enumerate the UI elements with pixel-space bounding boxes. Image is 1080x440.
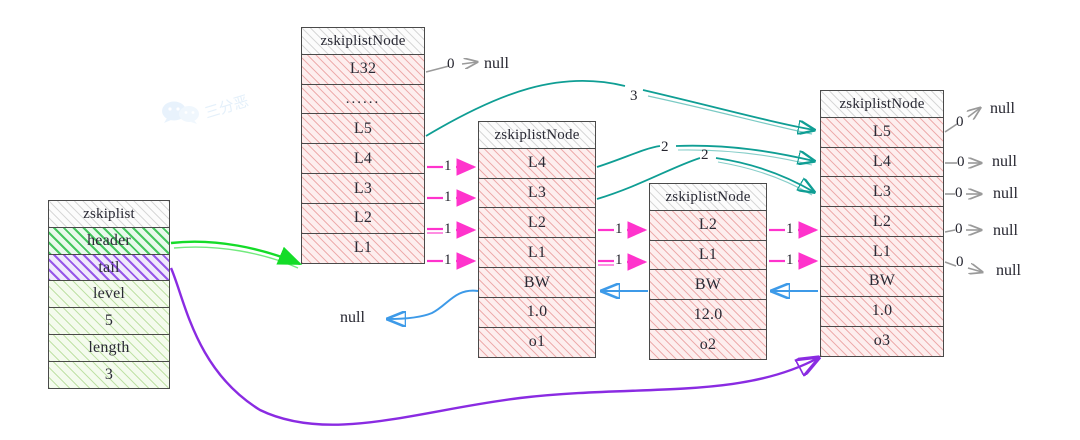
node-header-cell-l4[interactable]: L4: [301, 143, 425, 175]
zskiplist-field-tail[interactable]: tail: [48, 253, 170, 282]
zskiplist-title: zskiplist: [48, 200, 170, 228]
span-label-header-l2-to-o1: 1: [444, 221, 452, 237]
node-o2-cell-l1[interactable]: L1: [649, 239, 767, 271]
span-label-header-l1-to-o1: 1: [444, 252, 452, 268]
span-label-o3-l1-null: 0: [956, 254, 964, 270]
wire-o3-l2-null: [944, 230, 981, 232]
span-label-o3-l5-null: 0: [956, 114, 964, 130]
node-o3-cell-l3[interactable]: L3: [820, 176, 944, 208]
wechat-icon: [162, 101, 199, 124]
node-o3-cell-l4[interactable]: L4: [820, 146, 944, 178]
zskiplist-struct: zskiplist header tail level 5 length 3: [48, 200, 170, 389]
node-o3-cell-obj: o3: [820, 325, 944, 357]
zskiplist-value-length: 3: [48, 360, 170, 389]
node-o2: zskiplistNode L2 L1 BW 12.0 o2: [649, 183, 767, 361]
node-header-cell-ellipsis: ......: [301, 83, 425, 115]
node-o3-title: zskiplistNode: [820, 90, 944, 118]
null-label-o1-backward: null: [340, 309, 365, 326]
node-o1-cell-score: 1.0: [478, 296, 596, 328]
null-label-o3-l4: null: [992, 153, 1017, 170]
zskiplist-field-level: level: [48, 280, 170, 309]
node-o3-cell-score: 1.0: [820, 295, 944, 327]
span-label-o1-l4-to-o3: 2: [661, 139, 669, 155]
null-label-o3-l5: null: [990, 100, 1015, 117]
node-o2-cell-l2[interactable]: L2: [649, 209, 767, 241]
watermark-text: 三分恶: [202, 92, 251, 123]
node-o1-cell-l2[interactable]: L2: [478, 207, 596, 239]
span-label-header-l3-to-o1: 1: [444, 189, 452, 205]
zskiplist-field-header[interactable]: header: [48, 226, 170, 255]
watermark: 三分恶: [160, 93, 264, 132]
wire-zskiplist-header-to-node: [170, 240, 303, 269]
span-label-header-l4-to-o1: 1: [444, 158, 452, 174]
node-o2-cell-score: 12.0: [649, 299, 767, 331]
node-header-cell-l1[interactable]: L1: [301, 232, 425, 264]
node-o1-title: zskiplistNode: [478, 121, 596, 149]
span-label-o1-l2-to-o2: 1: [615, 221, 623, 237]
node-header: zskiplistNode L32 ...... L5 L4 L3 L2 L1: [301, 27, 425, 264]
null-label-o3-l1: null: [996, 262, 1021, 279]
span-label-o2-l2-to-o3: 1: [786, 221, 794, 237]
span-label-o2-l1-to-o3: 1: [786, 252, 794, 268]
zskiplist-value-level: 5: [48, 307, 170, 336]
node-o1-cell-obj: o1: [478, 326, 596, 358]
span-label-o1-l1-to-o2: 1: [615, 252, 623, 268]
wire-o1-bw-null: [388, 289, 479, 319]
span-label-o3-l2-null: 0: [955, 221, 963, 237]
node-header-cell-l3[interactable]: L3: [301, 173, 425, 205]
node-o1-cell-bw[interactable]: BW: [478, 267, 596, 299]
node-o3-cell-l2[interactable]: L2: [820, 206, 944, 238]
span-label-header-l5-to-o3: 3: [630, 88, 638, 104]
node-header-title: zskiplistNode: [301, 27, 425, 55]
node-o3-cell-l1[interactable]: L1: [820, 236, 944, 268]
node-o1-cell-l1[interactable]: L1: [478, 237, 596, 269]
zskiplist-field-length: length: [48, 334, 170, 363]
node-o1-cell-l4[interactable]: L4: [478, 147, 596, 179]
node-o3-cell-l5[interactable]: L5: [820, 116, 944, 148]
node-header-cell-l5[interactable]: L5: [301, 113, 425, 145]
span-label-o3-l3-null: 0: [955, 185, 963, 201]
node-o3-cell-bw[interactable]: BW: [820, 265, 944, 297]
span-label-o3-l4-null: 0: [957, 154, 965, 170]
null-label-o3-l3: null: [993, 185, 1018, 202]
null-label-header-l32: null: [484, 55, 509, 72]
node-o2-title: zskiplistNode: [649, 183, 767, 211]
node-o2-cell-obj: o2: [649, 329, 767, 361]
node-header-cell-l2[interactable]: L2: [301, 202, 425, 234]
null-label-o3-l2: null: [993, 222, 1018, 239]
span-label-o1-l3-to-o3: 2: [701, 147, 709, 163]
node-o2-cell-bw[interactable]: BW: [649, 269, 767, 301]
node-o1-cell-l3[interactable]: L3: [478, 177, 596, 209]
node-o3: zskiplistNode L5 L4 L3 L2 L1 BW 1.0 o3: [820, 90, 944, 357]
span-label-header-l32-null: 0: [447, 56, 455, 72]
node-header-cell-l32[interactable]: L32: [301, 53, 425, 85]
node-o1: zskiplistNode L4 L3 L2 L1 BW 1.0 o1: [478, 121, 596, 358]
wire-o3-l1-null: [944, 261, 982, 272]
